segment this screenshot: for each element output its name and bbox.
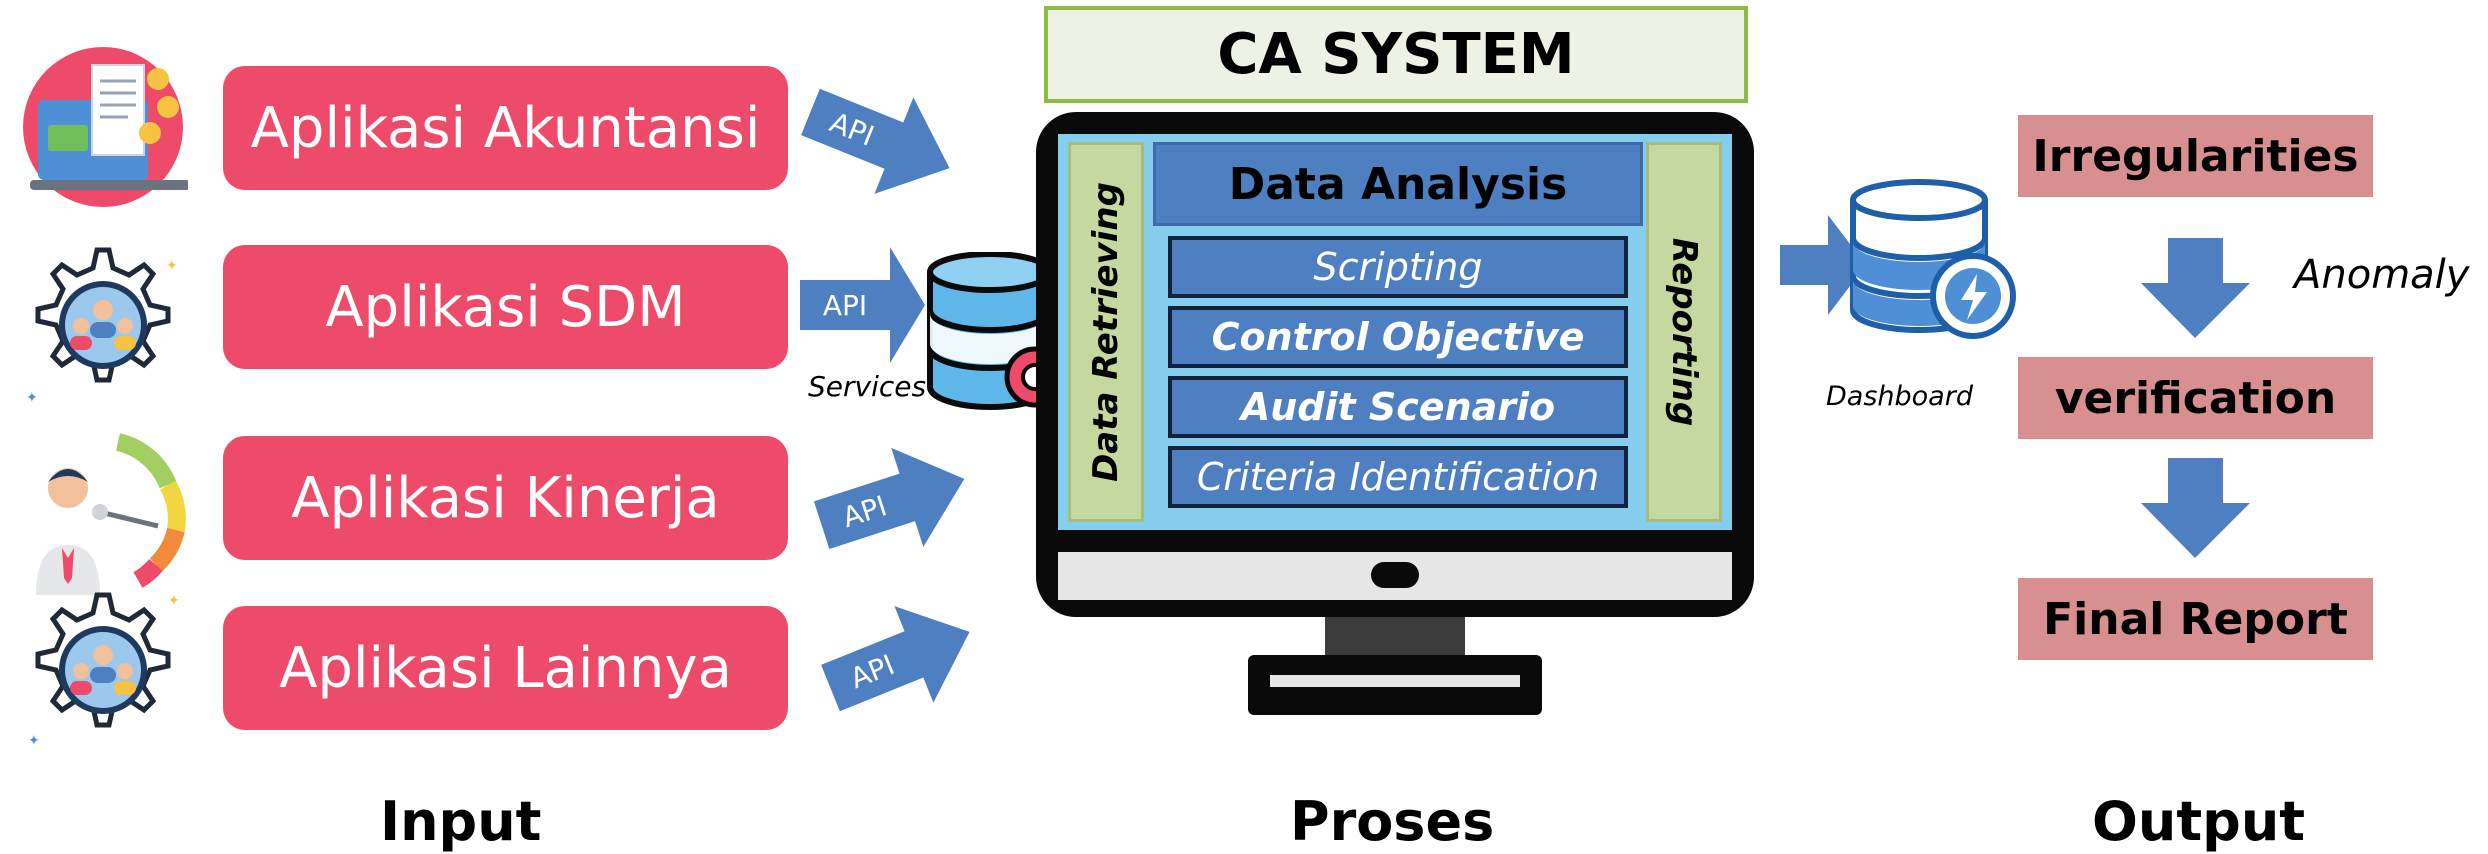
section-label-process: Proses xyxy=(1290,790,1495,853)
data-analysis-header: Data Analysis xyxy=(1153,142,1643,226)
api-label: API xyxy=(823,289,867,322)
api-arrow: API xyxy=(813,447,965,549)
services-label: Services xyxy=(808,370,927,403)
team-gear-icon: ✦ ✦ xyxy=(18,240,188,410)
output-irregularities: Irregularities xyxy=(2018,115,2373,197)
down-arrow xyxy=(2141,458,2250,558)
output-final-report: Final Report xyxy=(2018,578,2373,660)
data-retrieving-label: Data Retrieving xyxy=(1086,182,1126,482)
api-arrow: API xyxy=(821,606,970,712)
dashboard-database-icon xyxy=(1850,179,2016,339)
monitor-neck xyxy=(1325,617,1465,659)
reporting-bar xyxy=(1646,142,1722,522)
dashboard-label: Dashboard xyxy=(1826,381,1973,412)
analysis-row-scripting: Scripting xyxy=(1168,236,1628,298)
svg-text:✦: ✦ xyxy=(166,258,178,274)
reporting-label: Reporting xyxy=(1664,237,1704,427)
svg-text:✦: ✦ xyxy=(26,390,38,406)
input-app-kinerja: Aplikasi Kinerja xyxy=(223,436,788,560)
accounting-laptop-icon xyxy=(18,45,190,215)
input-app-label: Aplikasi Lainnya xyxy=(279,635,732,701)
section-label-output: Output xyxy=(2092,790,2306,853)
monitor-button xyxy=(1371,562,1419,588)
output-verification: verification xyxy=(2018,357,2373,439)
performance-gauge-icon xyxy=(18,430,188,600)
ca-system-title: CA SYSTEM xyxy=(1044,6,1748,103)
input-app-label: Aplikasi Akuntansi xyxy=(250,95,761,161)
team-gear-icon: ✦ ✦ xyxy=(18,585,188,755)
input-app-accounting: Aplikasi Akuntansi xyxy=(223,66,788,190)
analysis-row-control-objective: Control Objective xyxy=(1168,306,1628,368)
svg-text:✦: ✦ xyxy=(28,733,40,749)
input-app-label: Aplikasi Kinerja xyxy=(291,465,720,531)
api-arrow: API xyxy=(801,88,950,194)
api-arrow: API xyxy=(800,247,925,363)
data-retrieving-bar xyxy=(1068,142,1144,522)
analysis-row-audit-scenario: Audit Scenario xyxy=(1168,376,1628,438)
anomaly-label: Anomaly xyxy=(2294,252,2470,298)
input-app-label: Aplikasi SDM xyxy=(325,274,686,340)
input-app-sdm: Aplikasi SDM xyxy=(223,245,788,369)
input-app-lainnya: Aplikasi Lainnya xyxy=(223,606,788,730)
section-label-input: Input xyxy=(380,790,542,853)
reporting-arrow xyxy=(1780,215,1866,315)
down-arrow xyxy=(2141,238,2250,338)
svg-text:✦: ✦ xyxy=(168,593,180,609)
monitor-base-stripe xyxy=(1270,675,1520,687)
analysis-row-criteria-identification: Criteria Identification xyxy=(1168,446,1628,508)
